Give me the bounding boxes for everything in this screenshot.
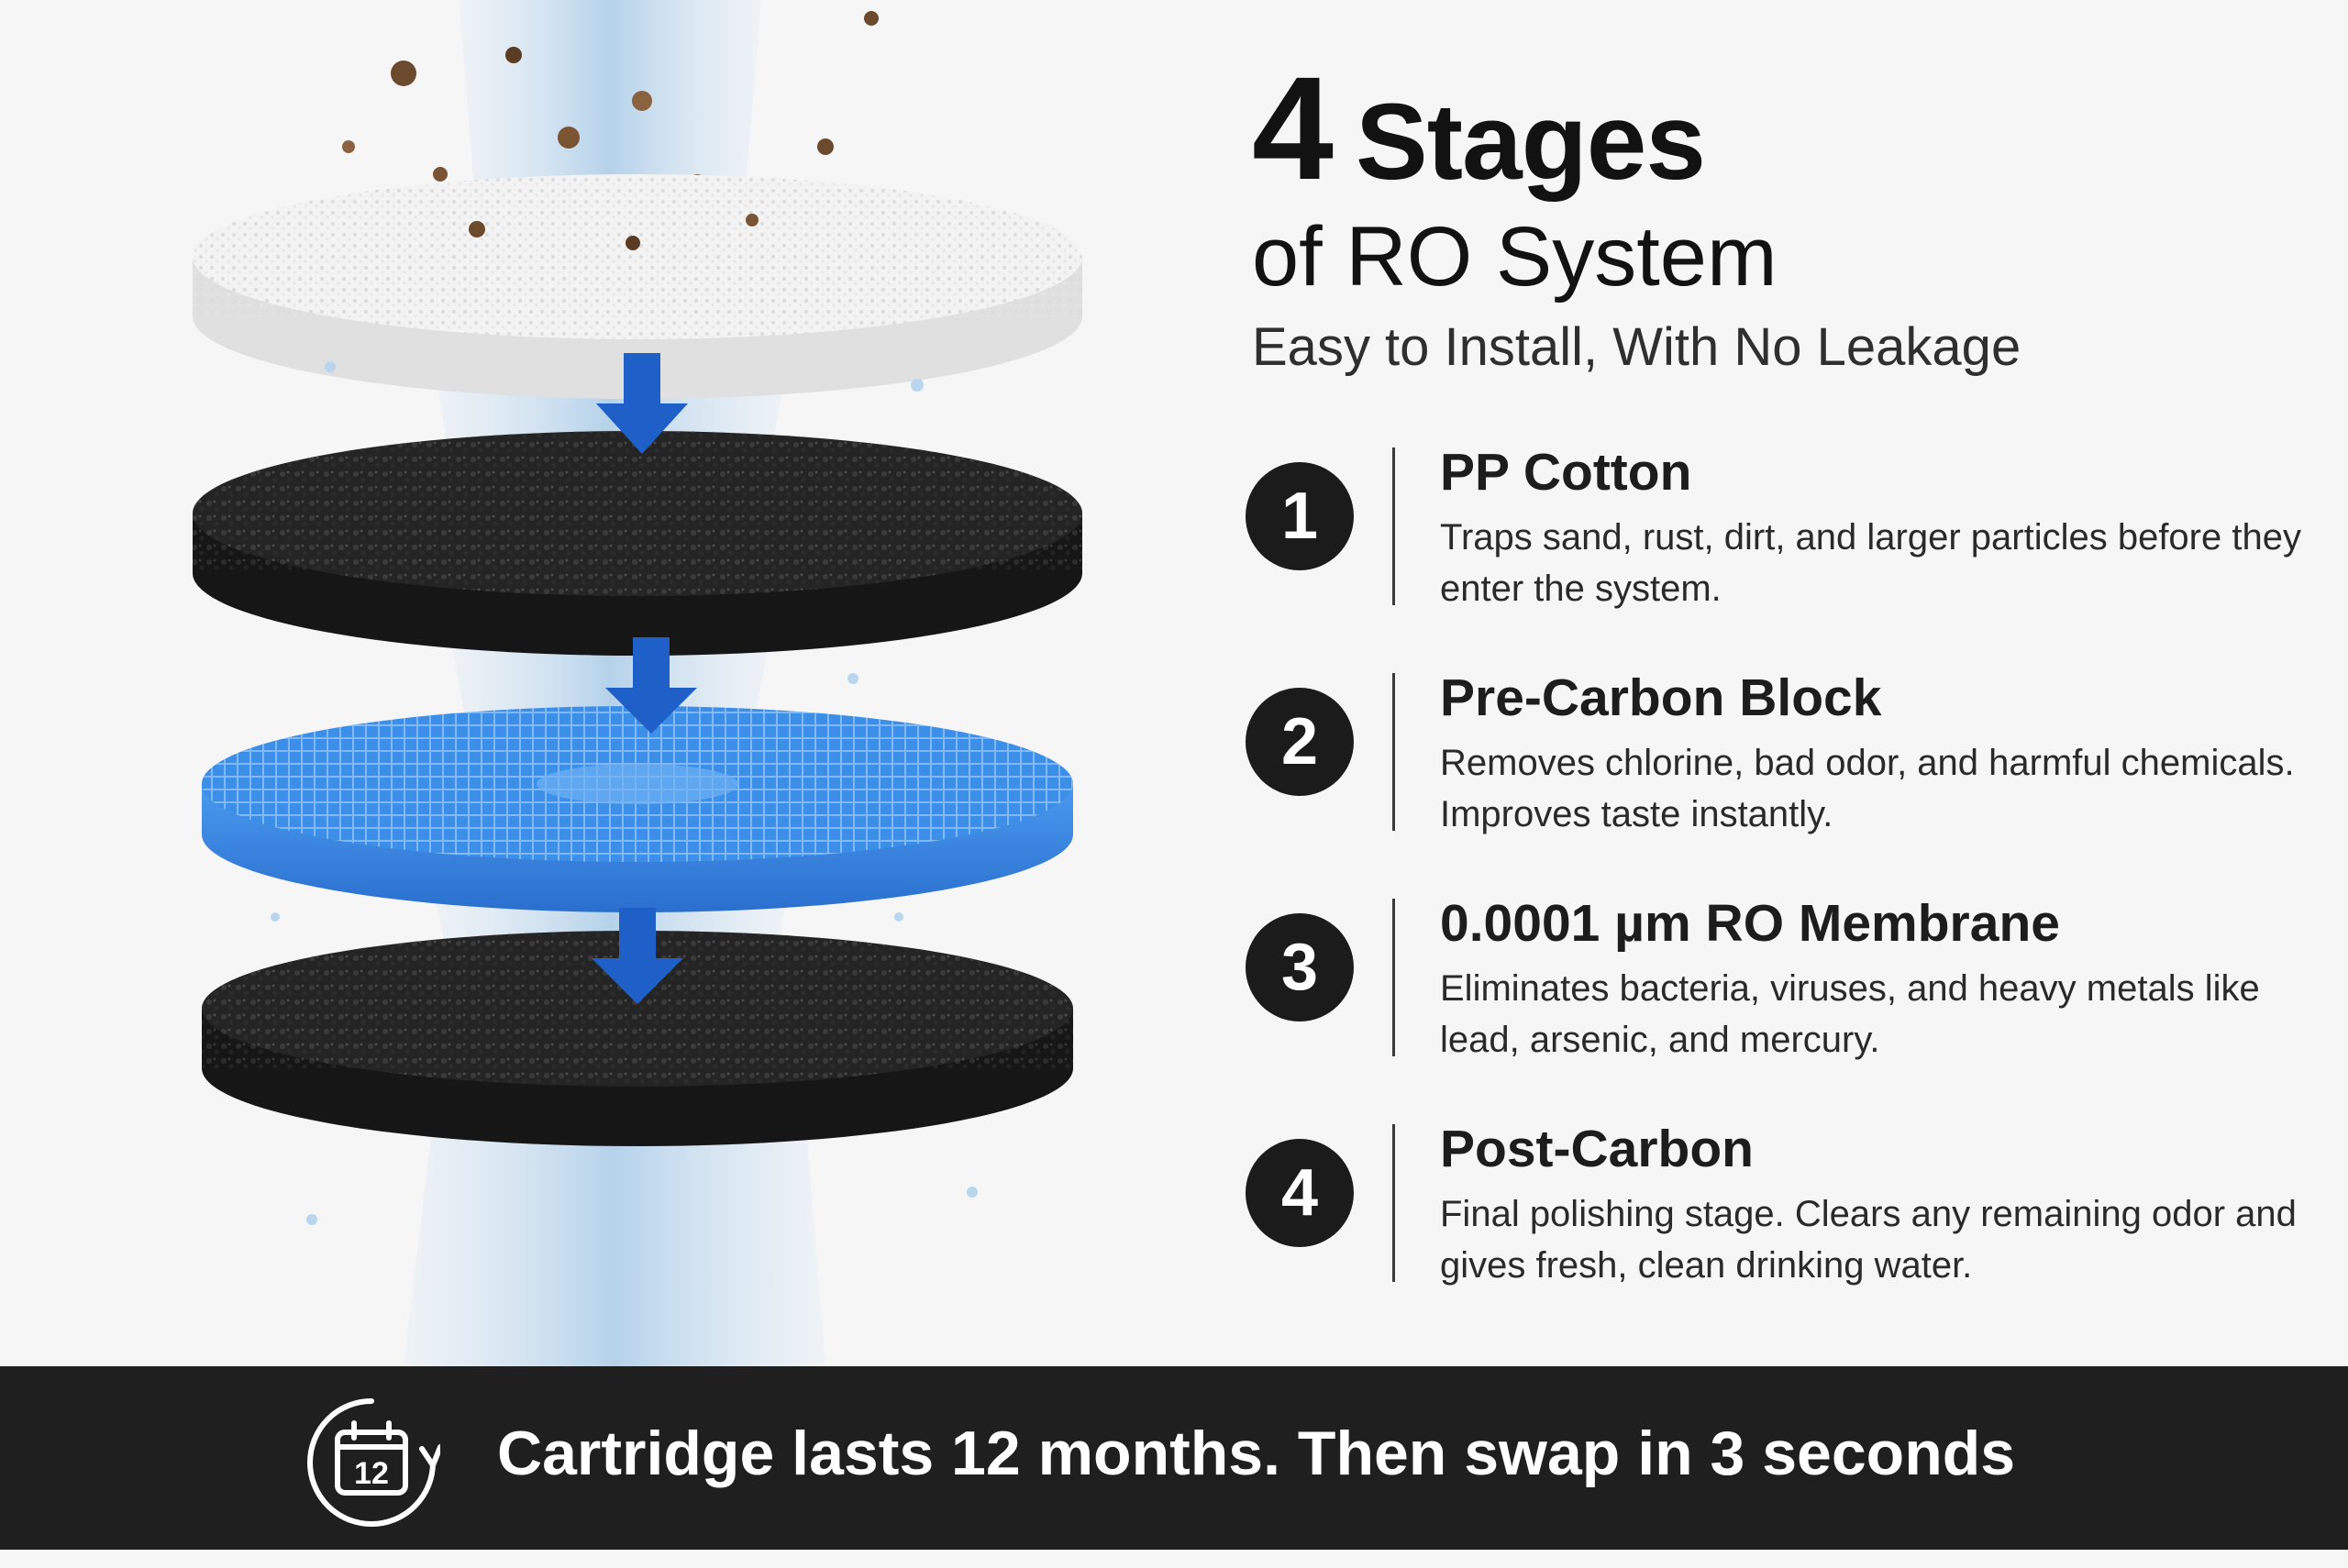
stage-description: Traps sand, rust, dirt, and larger parti… [1440,517,2301,609]
pre-carbon-layer [193,431,1082,656]
calendar-number: 12 [354,1456,389,1491]
stage-number-badge: 1 [1246,462,1354,570]
stage-title: Pre-Carbon Block [1440,668,1882,727]
stage-description: Final polishing stage. Clears any remain… [1440,1194,2297,1286]
water-droplets [271,361,978,1225]
headline: 4 Stages of RO System [1252,46,1778,304]
stages-list: 1 PP Cotton Traps sand, rust, dirt, and … [1246,442,2301,1344]
stage-title: PP Cotton [1440,443,1692,502]
stage-title: 0.0001 µm RO Membrane [1440,894,2060,953]
filter-stack-illustration [193,0,1082,1366]
stage-divider [1392,1124,1395,1282]
arrow-down-icon [596,353,688,454]
tagline: Easy to Install, With No Leakage [1252,317,2021,377]
post-carbon-layer [202,931,1073,1146]
calendar-refresh-icon: 12 [307,1398,440,1527]
stage-number-badge: 2 [1246,688,1354,796]
stage-divider [1392,899,1395,1056]
headline-subtitle: of RO System [1252,210,1778,304]
stage-description: Eliminates bacteria, viruses, and heavy … [1440,968,2260,1060]
stage-divider [1392,447,1395,605]
headline-number: 4 [1252,46,1334,210]
stage-divider [1392,673,1395,831]
stage-item: 1 PP Cotton Traps sand, rust, dirt, and … [1246,442,2301,609]
stage-number-badge: 4 [1246,1139,1354,1247]
footer-text: Cartridge lasts 12 months. Then swap in … [497,1419,2016,1488]
footer-banner: 12 Cartridge lasts 12 months. Then swap … [0,1366,2348,1550]
arrow-down-icon [592,908,683,1004]
pp-cotton-layer [193,174,1082,399]
stage-number-badge: 3 [1246,913,1354,1021]
arrow-down-icon [605,637,697,734]
stage-item: 3 0.0001 µm RO Membrane Eliminates bacte… [1246,893,2300,1060]
headline-word: Stages [1355,82,1706,203]
ro-membrane-layer [202,706,1073,912]
stage-item: 4 Post-Carbon Final polishing stage. Cle… [1246,1119,2300,1286]
stage-description: Removes chlorine, bad odor, and harmful … [1440,743,2295,834]
stage-title: Post-Carbon [1440,1120,1754,1178]
stage-item: 2 Pre-Carbon Block Removes chlorine, bad… [1246,668,2300,834]
